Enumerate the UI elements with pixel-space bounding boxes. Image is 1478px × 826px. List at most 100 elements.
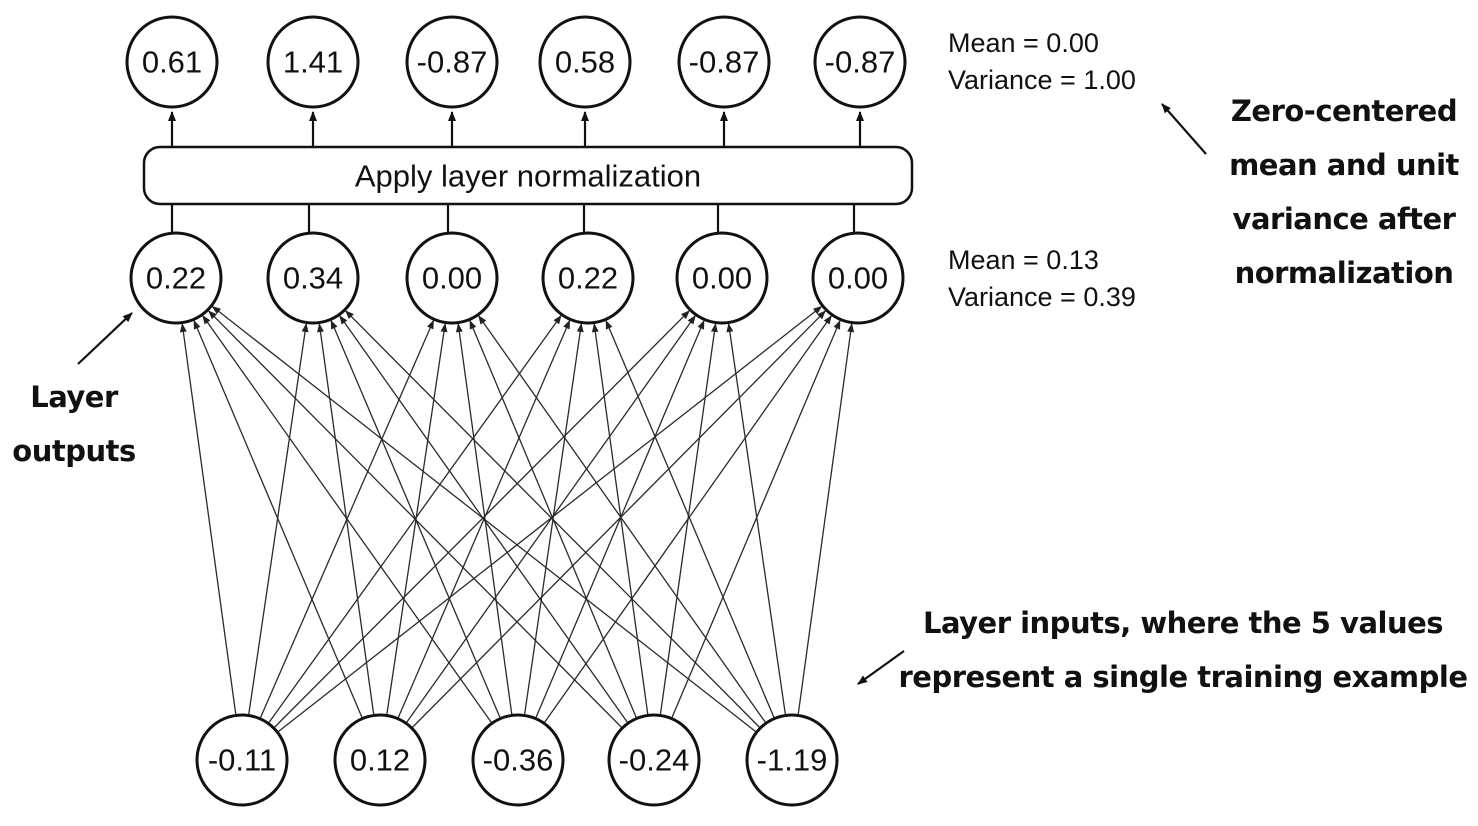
annotation-layer-outputs-line-2: outputs [12, 434, 135, 468]
layer-output-node-circle [675, 231, 769, 325]
normalized-output-node-6: -0.87 [813, 15, 907, 109]
edge-input-4-to-output-5 [659, 323, 718, 718]
edge-input-5-to-output-2 [344, 310, 763, 730]
annotation-zero-centered-arrow [1161, 103, 1207, 155]
normalized-output-node-value: -0.87 [417, 45, 488, 80]
normalized-output-node-circle [538, 15, 632, 109]
normalized-output-node-1: 0.61 [125, 15, 219, 109]
layer-output-node-4: 0.22 [541, 231, 635, 325]
layer-output-node-circle [811, 231, 905, 325]
annotation-zero-centered-line-4: normalization [1235, 256, 1454, 290]
edge-input-3-to-output-6 [542, 315, 833, 726]
layer-input-node-circle [471, 713, 565, 807]
layer-output-node-value: 0.00 [828, 261, 888, 296]
layer-input-node-value: 0.12 [350, 743, 410, 778]
layer-output-node-1: 0.22 [129, 231, 223, 325]
edge-input-5-to-output-1 [211, 305, 759, 735]
edge-input-4-to-output-4 [591, 323, 649, 718]
layer-input-node-circle [333, 713, 427, 807]
normalized-output-node-circle [405, 15, 499, 109]
edge-input-2-to-output-4 [396, 319, 571, 721]
normalized-output-node-value: 0.61 [142, 45, 202, 80]
edge-input-2-to-output-5 [404, 315, 696, 726]
normalization-box: Apply layer normalization [142, 145, 914, 206]
annotation-layer-outputs: Layer outputs [12, 312, 136, 468]
layer-output-node-value: 0.00 [422, 261, 482, 296]
edge-input-1-to-output-1 [179, 323, 237, 718]
layer-output-node-2: 0.34 [266, 231, 360, 325]
layer-input-node-1: -0.11 [195, 713, 289, 807]
layer-output-nodes: 0.22 0.34 0.00 0.22 0.00 0.00 [129, 231, 905, 325]
edge-input-5-to-output-4 [605, 319, 776, 721]
annotation-layer-inputs-line-1: Layer inputs, where the 5 values [923, 606, 1443, 640]
annotation-layer-outputs-arrow [77, 312, 133, 365]
mean-after: Mean = 0.00 [948, 28, 1099, 58]
annotation-layer-inputs-line-2: represent a single training example [899, 660, 1468, 694]
layer-output-node-6: 0.00 [811, 231, 905, 325]
annotation-zero-centered-line-3: variance after [1233, 202, 1457, 236]
annotation-layer-outputs-line-1: Layer [30, 380, 119, 414]
edge-input-3-to-output-4 [523, 323, 584, 718]
normalized-output-node-value: 0.58 [555, 45, 615, 80]
edge-input-4-to-output-1 [207, 310, 625, 730]
layer-output-node-value: 0.22 [146, 261, 206, 296]
normalized-output-node-3: -0.87 [405, 15, 499, 109]
edge-input-2-to-output-1 [193, 319, 364, 721]
edge-input-1-to-output-4 [266, 314, 562, 726]
layer-input-node-value: -0.24 [619, 743, 690, 778]
edge-input-4-to-output-6 [670, 319, 841, 721]
layer-input-node-value: -0.36 [483, 743, 554, 778]
edge-input-3-to-output-1 [202, 315, 494, 726]
layer-input-node-value: -0.11 [208, 743, 276, 778]
annotation-zero-centered: Zero-centered mean and unit variance aft… [1161, 94, 1460, 290]
normalized-output-node-2: 1.41 [266, 15, 360, 109]
layer-output-node-value: 0.34 [283, 261, 343, 296]
layer-output-node-circle [129, 231, 223, 325]
edge-input-3-to-output-5 [534, 319, 705, 721]
variance-before: Variance = 0.39 [948, 282, 1136, 312]
variance-after: Variance = 1.00 [948, 65, 1136, 95]
layer-input-node-circle [607, 713, 701, 807]
edge-input-4-to-output-2 [339, 315, 630, 726]
edge-input-2-to-output-2 [317, 323, 375, 718]
layer-input-node-circle [745, 713, 839, 807]
stats-before-normalization: Mean = 0.13 Variance = 0.39 [948, 245, 1136, 312]
annotation-zero-centered-line-2: mean and unit [1229, 148, 1459, 182]
layer-output-node-3: 0.00 [405, 231, 499, 325]
layer-input-node-3: -0.36 [471, 713, 565, 807]
edge-input-1-to-output-2 [247, 323, 309, 718]
layer-output-node-value: 0.00 [692, 261, 752, 296]
normalized-output-node-circle [266, 15, 360, 109]
stats-after-normalization: Mean = 0.00 Variance = 1.00 [948, 28, 1136, 95]
normalized-output-node-5: -0.87 [677, 15, 771, 109]
normalization-box-label: Apply layer normalization [355, 159, 701, 194]
edge-input-1-to-output-5 [271, 310, 690, 730]
edge-input-1-to-output-6 [275, 305, 823, 735]
normalized-output-node-4: 0.58 [538, 15, 632, 109]
annotation-layer-inputs: Layer inputs, where the 5 values represe… [857, 606, 1468, 694]
normalized-output-node-circle [677, 15, 771, 109]
normalized-output-node-value: -0.87 [825, 45, 896, 80]
layer-input-node-5: -1.19 [745, 713, 839, 807]
normalization-stems [168, 111, 864, 233]
edge-input-5-to-output-5 [726, 323, 787, 718]
layer-input-node-circle [195, 713, 289, 807]
normalized-output-node-value: -0.87 [689, 45, 760, 80]
connection-edges [179, 305, 855, 735]
layer-input-node-2: 0.12 [333, 713, 427, 807]
normalized-output-nodes: 0.61 1.41 -0.87 0.58 -0.87 -0.87 [125, 15, 907, 109]
layer-output-node-circle [541, 231, 635, 325]
normalized-output-node-circle [813, 15, 907, 109]
normalized-output-node-circle [125, 15, 219, 109]
edge-input-2-to-output-6 [409, 310, 827, 730]
layer-input-nodes: -0.11 0.12 -0.36 -0.24 -1.19 [195, 713, 839, 807]
mean-before: Mean = 0.13 [948, 245, 1099, 275]
layer-output-node-circle [405, 231, 499, 325]
layer-input-node-value: -1.19 [757, 743, 828, 778]
annotation-zero-centered-line-1: Zero-centered [1231, 94, 1457, 128]
layer-output-node-value: 0.22 [558, 261, 618, 296]
layer-output-node-circle [266, 231, 360, 325]
layer-input-node-4: -0.24 [607, 713, 701, 807]
edge-input-5-to-output-3 [477, 315, 768, 726]
normalized-output-node-value: 1.41 [283, 45, 343, 80]
